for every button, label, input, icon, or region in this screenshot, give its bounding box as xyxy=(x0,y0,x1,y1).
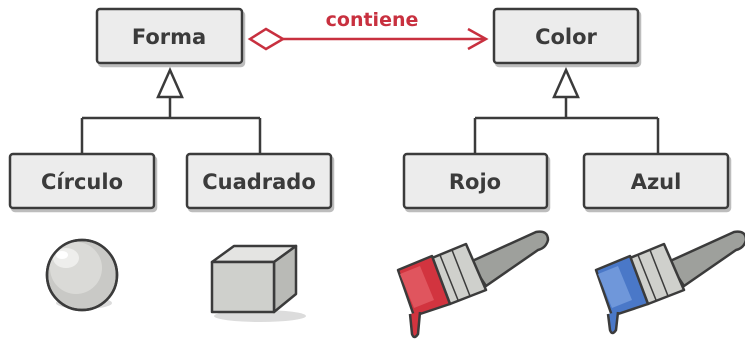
class-label-forma: Forma xyxy=(132,25,206,49)
blue-paintbrush-icon xyxy=(594,230,745,335)
class-label-cuadrado: Cuadrado xyxy=(202,170,316,194)
sphere-icon xyxy=(45,238,119,312)
aggregation-arrowhead xyxy=(467,27,489,51)
aggregation-relation: contiene xyxy=(247,9,489,51)
inheritance-color xyxy=(473,66,660,154)
cube-icon xyxy=(210,244,306,322)
class-box-rojo: Rojo xyxy=(402,152,549,210)
class-box-azul: Azul xyxy=(582,152,730,210)
class-label-azul: Azul xyxy=(631,170,682,194)
class-label-color: Color xyxy=(535,25,597,49)
class-box-color: Color xyxy=(492,7,640,65)
generalization-arrow-color xyxy=(552,66,580,99)
relation-label: contiene xyxy=(326,9,419,31)
red-paintbrush-icon xyxy=(396,230,550,339)
class-box-forma: Forma xyxy=(95,7,244,65)
class-label-circulo: Círculo xyxy=(41,170,123,194)
class-box-cuadrado: Cuadrado xyxy=(185,152,333,210)
inheritance-forma xyxy=(80,66,262,154)
aggregation-diamond xyxy=(247,27,286,51)
class-box-circulo: Círculo xyxy=(8,152,156,210)
generalization-arrow-forma xyxy=(156,66,184,99)
class-label-rojo: Rojo xyxy=(449,170,501,194)
